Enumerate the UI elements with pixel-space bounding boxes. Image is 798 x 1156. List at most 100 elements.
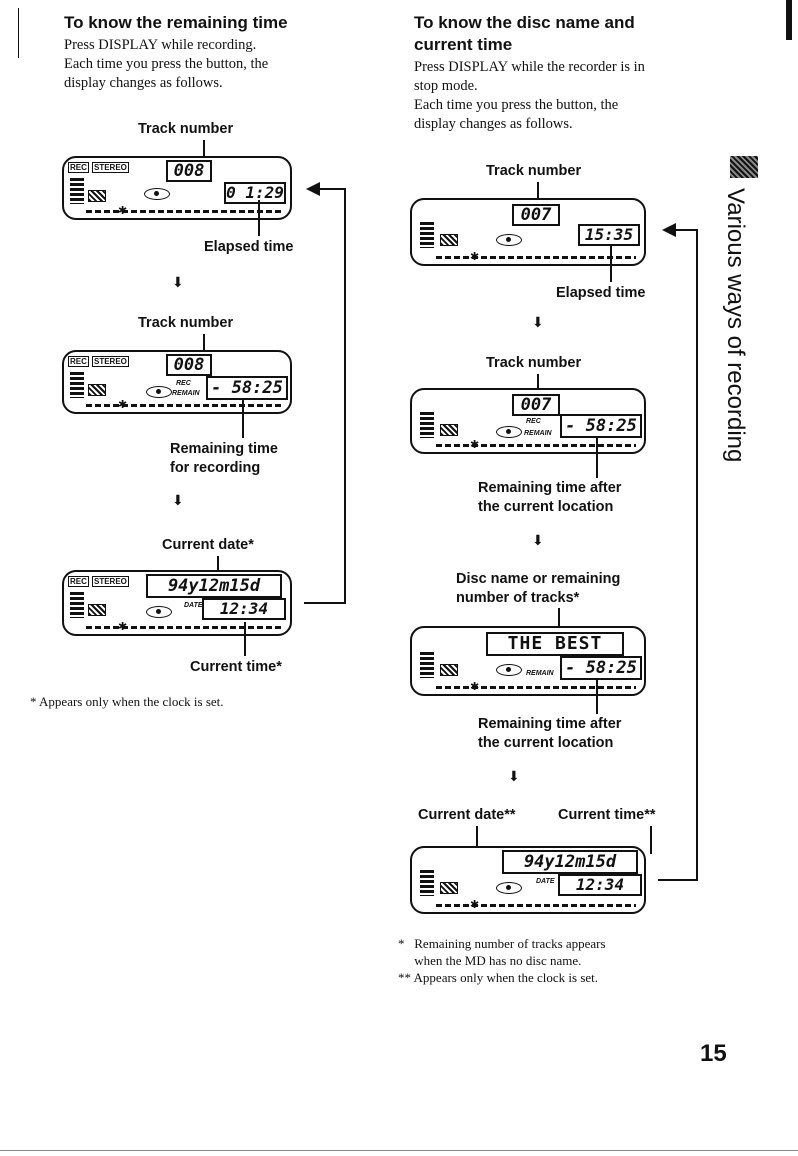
section-side-tab: Various ways of recording xyxy=(720,188,750,468)
left-d1-top-label: Track number xyxy=(138,121,234,137)
spark-icon: ✱ xyxy=(118,204,128,217)
right-d4-top-time-label: Current time** xyxy=(558,807,656,823)
left-d2-bottom-leader xyxy=(242,400,244,438)
right-d3-bottom-label-1: Remaining time after xyxy=(478,716,622,732)
current-time-display: 12:34 xyxy=(202,598,286,620)
side-tab-marker xyxy=(730,156,758,178)
left-loop-line-top xyxy=(318,188,346,190)
right-footnote-2: when the MD has no disc name. xyxy=(398,953,582,968)
stereo-tag: STEREO xyxy=(92,576,129,587)
right-display-1: 007 15:35 ✱ xyxy=(410,198,646,266)
right-edge-mark xyxy=(786,0,792,40)
right-loop-arrowhead xyxy=(662,223,676,237)
left-d2-bottom-label-2: for recording xyxy=(170,460,261,476)
right-d1-bottom-label: Elapsed time xyxy=(556,285,646,301)
left-heading: To know the remaining time xyxy=(64,13,288,32)
current-date-display: 94y12m15d xyxy=(146,574,282,598)
right-d2-top-leader xyxy=(537,374,539,390)
elapsed-time-display: 0 1:29 xyxy=(224,182,286,204)
right-d1-bottom-leader xyxy=(610,246,612,282)
level-meter-icon xyxy=(420,222,434,248)
disc-icon xyxy=(496,426,522,438)
rec-tag: REC xyxy=(68,162,89,173)
remaining-time-display: - 58:25 xyxy=(560,656,642,680)
level-meter-icon xyxy=(420,870,434,896)
battery-icon xyxy=(440,234,458,246)
track-bar-icon xyxy=(86,404,282,407)
left-footnote: * Appears only when the clock is set. xyxy=(30,694,224,709)
remain-indicator: REMAIN xyxy=(172,390,200,397)
left-display-3: REC STEREO 94y12m15d DATE AM 12:34 ✱ xyxy=(62,570,292,636)
down-arrow-icon: ⬇ xyxy=(508,769,520,785)
left-loop-line-vertical xyxy=(344,188,346,604)
track-bar-icon xyxy=(436,904,636,907)
right-heading-line-1: To know the disc name and xyxy=(414,13,635,32)
spark-icon: ✱ xyxy=(470,438,480,451)
disc-icon xyxy=(496,234,522,246)
elapsed-time-display: 15:35 xyxy=(578,224,640,246)
spark-icon: ✱ xyxy=(470,250,480,263)
right-loop-line-top xyxy=(674,229,698,231)
right-loop-line-bottom xyxy=(658,879,698,881)
disc-icon xyxy=(146,386,172,398)
remain-indicator: REMAIN xyxy=(526,670,554,677)
track-bar-icon xyxy=(86,626,282,629)
date-indicator: DATE xyxy=(536,878,555,885)
disc-icon xyxy=(496,664,522,676)
right-loop-line-vertical xyxy=(696,229,698,881)
left-d1-top-leader xyxy=(203,140,205,158)
level-meter-icon xyxy=(420,652,434,678)
right-d1-top-label: Track number xyxy=(486,163,582,179)
track-bar-icon xyxy=(436,444,636,447)
track-number-display: 008 xyxy=(166,354,212,376)
left-d3-top-leader xyxy=(217,556,219,576)
spark-icon: ✱ xyxy=(118,398,128,411)
page-number: 15 xyxy=(700,1040,727,1067)
left-display-1: REC STEREO 008 0 1:29 ✱ xyxy=(62,156,292,220)
right-body-line-1: Press DISPLAY while the recorder is in xyxy=(414,59,645,75)
current-date-display: 94y12m15d xyxy=(502,850,638,874)
down-arrow-icon: ⬇ xyxy=(532,315,544,331)
right-body-line-2: stop mode. xyxy=(414,78,478,94)
battery-icon xyxy=(440,424,458,436)
left-d3-top-label: Current date* xyxy=(162,537,254,553)
left-body-line-2: Each time you press the button, the xyxy=(64,56,269,72)
bottom-rule xyxy=(0,1150,798,1151)
left-d1-bottom-label: Elapsed time xyxy=(204,239,294,255)
left-body-line-3: display changes as follows. xyxy=(64,75,223,91)
date-indicator: DATE xyxy=(184,602,203,609)
disc-name-display: THE BEST xyxy=(486,632,624,656)
right-d4-time-leader xyxy=(650,826,652,854)
right-d3-top-leader xyxy=(558,608,560,634)
track-number-display: 007 xyxy=(512,394,560,416)
track-bar-icon xyxy=(436,686,636,689)
disc-icon xyxy=(144,188,170,200)
rec-indicator: REC xyxy=(176,380,191,387)
level-meter-icon xyxy=(70,372,84,398)
left-loop-arrowhead xyxy=(306,182,320,196)
left-loop-line-bottom xyxy=(304,602,346,604)
right-heading-line-2: current time xyxy=(414,35,513,54)
remain-indicator: REMAIN xyxy=(524,430,552,437)
down-arrow-icon: ⬇ xyxy=(532,533,544,549)
right-d2-bottom-label-2: the current location xyxy=(478,499,614,515)
right-d3-top-label-1: Disc name or remaining xyxy=(456,571,621,587)
track-number-display: 007 xyxy=(512,204,560,226)
rec-tag: REC xyxy=(68,356,89,367)
stereo-tag: STEREO xyxy=(92,162,129,173)
right-d3-bottom-leader xyxy=(596,678,598,714)
section-side-tab-label: Various ways of recording xyxy=(722,188,749,463)
right-d3-bottom-label-2: the current location xyxy=(478,735,614,751)
disc-icon xyxy=(146,606,172,618)
down-arrow-icon: ⬇ xyxy=(172,493,184,509)
right-footnote-1: * Remaining number of tracks appears xyxy=(398,936,606,951)
level-meter-icon xyxy=(70,178,84,204)
level-meter-icon xyxy=(70,592,84,618)
left-margin-mark xyxy=(18,8,19,58)
right-body-line-3: Each time you press the button, the xyxy=(414,97,619,113)
level-meter-icon xyxy=(420,412,434,438)
rec-indicator: REC xyxy=(526,418,541,425)
left-body-line-1: Press DISPLAY while recording. xyxy=(64,37,257,53)
left-d2-bottom-label-1: Remaining time xyxy=(170,441,278,457)
left-d1-bottom-leader xyxy=(258,200,260,236)
